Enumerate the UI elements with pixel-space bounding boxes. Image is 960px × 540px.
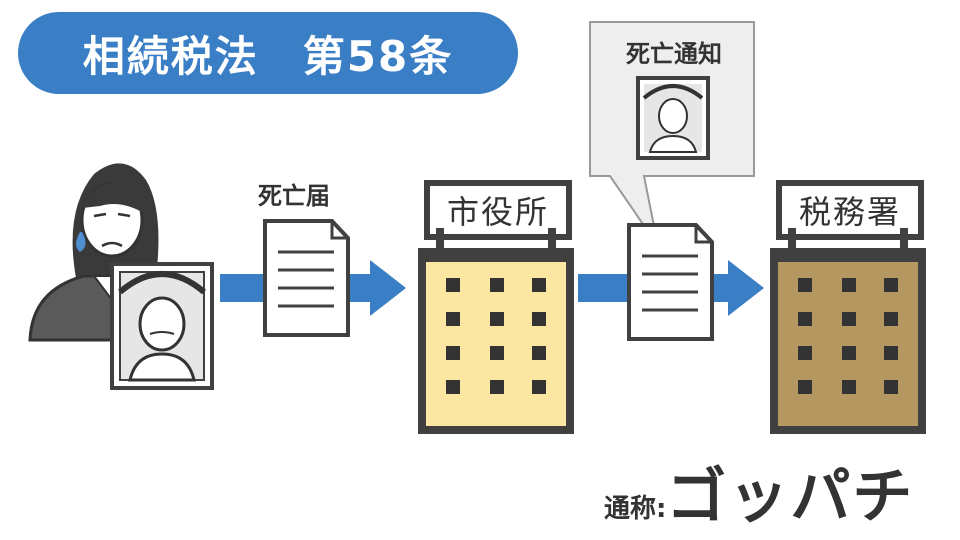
deceased-portrait-icon: [110, 262, 214, 390]
city-hall-label: 市役所: [446, 193, 549, 231]
city-hall-sign: 市役所: [424, 180, 572, 240]
caption-prefix: 通称: [604, 494, 657, 524]
notice-document-icon: [627, 223, 714, 341]
tax-office-label: 税務署: [798, 193, 901, 231]
nickname-caption: 通称:ゴッパチ: [604, 448, 914, 535]
title-banner: 相続税法 第58条: [18, 12, 518, 94]
caption-nickname: ゴッパチ: [666, 462, 915, 532]
page-title: 相続税法 第58条: [82, 31, 454, 81]
tax-office-building-icon: [770, 228, 926, 434]
city-hall-building-icon: [418, 228, 574, 434]
death-notice-label: 死亡通知: [626, 40, 722, 68]
caption-separator: :: [656, 494, 667, 524]
document-icon: [263, 219, 350, 337]
tax-office-sign: 税務署: [776, 180, 924, 240]
death-report-label: 死亡届: [258, 182, 330, 210]
notice-portrait-icon: [636, 76, 710, 160]
